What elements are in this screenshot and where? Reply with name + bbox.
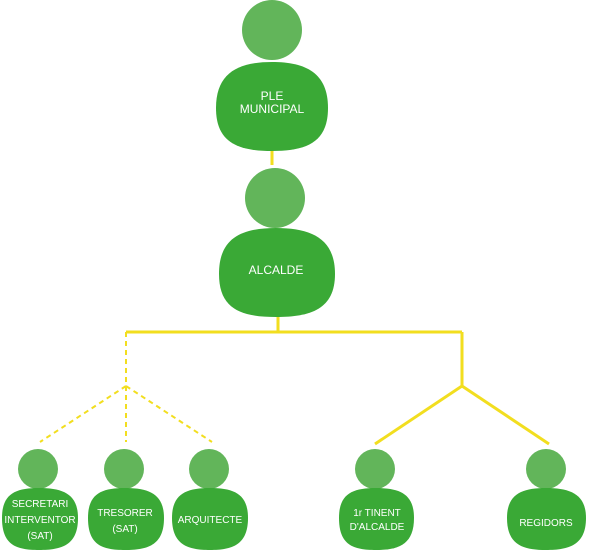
tresorer-node: TRESORER (SAT) [88, 449, 164, 550]
arquitecte-body [172, 488, 248, 550]
tresorer-label-line-2: (SAT) [112, 524, 137, 535]
alcalde-body [219, 228, 335, 317]
tinent-branch-connector [374, 384, 463, 446]
tinent-label-line-1: 1r TINENT [353, 508, 401, 519]
tresorer-head [104, 449, 144, 489]
dashed-connectors [39, 332, 213, 443]
arquitecte-dashed-connector [125, 385, 213, 443]
arquitecte-label: ARQUITECTE [178, 515, 243, 526]
secretari-node: SECRETARI INTERVENTOR (SAT) [2, 449, 78, 550]
ple-body [216, 62, 328, 151]
ple-label-line-2: MUNICIPAL [240, 102, 305, 116]
secretari-body [2, 488, 78, 550]
secretari-dashed-connector [39, 385, 127, 443]
tinent-body [339, 488, 414, 550]
regidors-body [507, 488, 586, 550]
ple-head [242, 0, 302, 60]
secretari-label-line-3: (SAT) [27, 531, 52, 542]
arquitecte-node: ARQUITECTE [172, 449, 248, 550]
regidors-head [526, 449, 566, 489]
arquitecte-head [189, 449, 229, 489]
ple-municipal-node: PLE MUNICIPAL [216, 0, 328, 151]
secretari-label-line-1: SECRETARI [12, 499, 69, 510]
regidors-node: REGIDORS [507, 449, 586, 550]
alcalde-label: ALCALDE [249, 263, 304, 277]
tresorer-label-line-1: TRESORER [97, 508, 153, 519]
alcalde-head [245, 168, 305, 228]
tinent-head [355, 449, 395, 489]
regidors-branch-connector [461, 384, 550, 446]
tinent-node: 1r TINENT D'ALCALDE [339, 449, 414, 550]
ple-label-line-1: PLE [261, 89, 284, 103]
tinent-label-line-2: D'ALCALDE [350, 522, 405, 533]
secretari-label-line-2: INTERVENTOR [4, 515, 75, 526]
secretari-head [18, 449, 58, 489]
alcalde-node: ALCALDE [219, 168, 335, 317]
tresorer-body [88, 488, 164, 550]
connector-lines [126, 150, 550, 446]
regidors-label: REGIDORS [519, 518, 573, 529]
